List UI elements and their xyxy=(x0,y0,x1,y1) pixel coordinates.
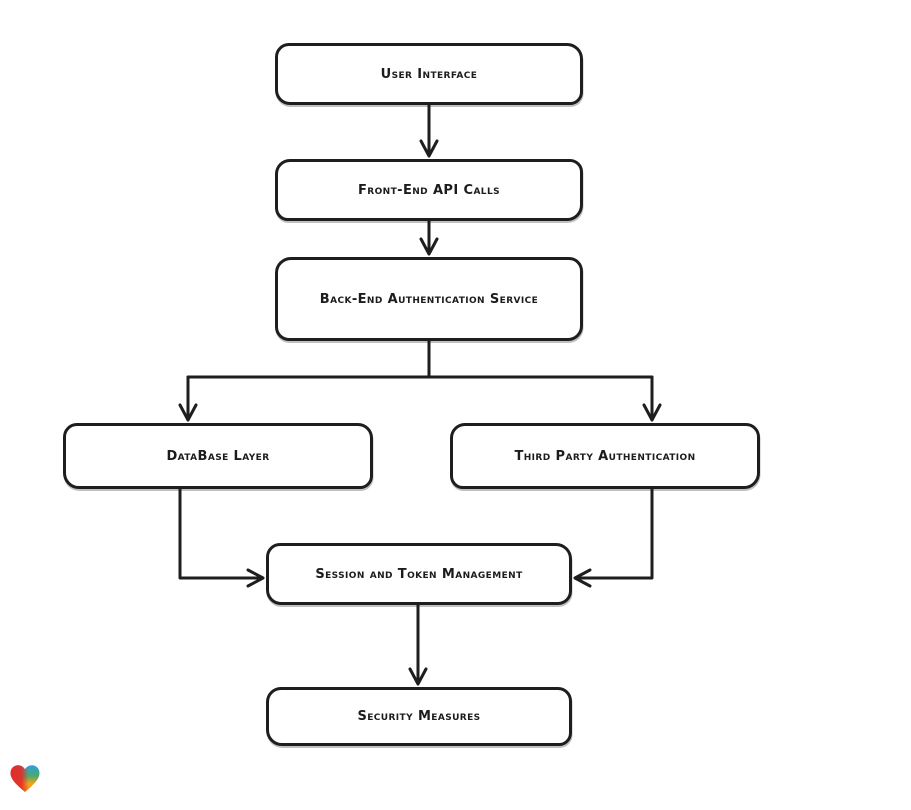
edge-database-layer-to-session-and-token-management xyxy=(178,487,265,588)
arrowhead-down-icon xyxy=(642,403,662,422)
node-label: Session and Token Management xyxy=(315,566,523,582)
arrowhead-down-icon xyxy=(419,139,439,158)
arrowhead-down-icon xyxy=(178,403,198,422)
arrowhead-left-icon xyxy=(573,568,592,588)
arrowhead-down-icon xyxy=(408,667,428,686)
node-back-end-authentication-service: Back-End Authentication Service xyxy=(275,257,583,341)
gradient-heart-logo xyxy=(10,765,40,792)
node-security-measures: Security Measures xyxy=(266,687,572,746)
node-label: DataBase Layer xyxy=(166,448,270,464)
edge-session-and-token-management-to-security-measures xyxy=(408,603,428,686)
node-session-and-token-management: Session and Token Management xyxy=(266,543,572,605)
node-user-interface: User Interface xyxy=(275,43,583,105)
edge-user-interface-to-front-end-api-calls xyxy=(419,103,439,158)
node-label: Third Party Authentication xyxy=(514,448,696,464)
edge-third-party-authentication-to-session-and-token-management xyxy=(573,487,654,588)
edge-back-end-authentication-service-branch xyxy=(178,339,662,422)
node-label: Security Measures xyxy=(357,709,481,724)
edge-front-end-api-calls-to-back-end-authentication-service xyxy=(419,219,439,256)
arrowhead-right-icon xyxy=(246,568,265,588)
node-label: Back-End Authentication Service xyxy=(319,291,539,307)
node-front-end-api-calls: Front-End API Calls xyxy=(275,159,583,221)
node-database-layer: DataBase Layer xyxy=(63,423,373,489)
node-label: User Interface xyxy=(380,66,478,82)
node-third-party-authentication: Third Party Authentication xyxy=(450,423,760,489)
node-label: Front-End API Calls xyxy=(358,182,500,198)
arrowhead-down-icon xyxy=(419,237,439,256)
heart-shape-red-overlay xyxy=(10,765,40,792)
